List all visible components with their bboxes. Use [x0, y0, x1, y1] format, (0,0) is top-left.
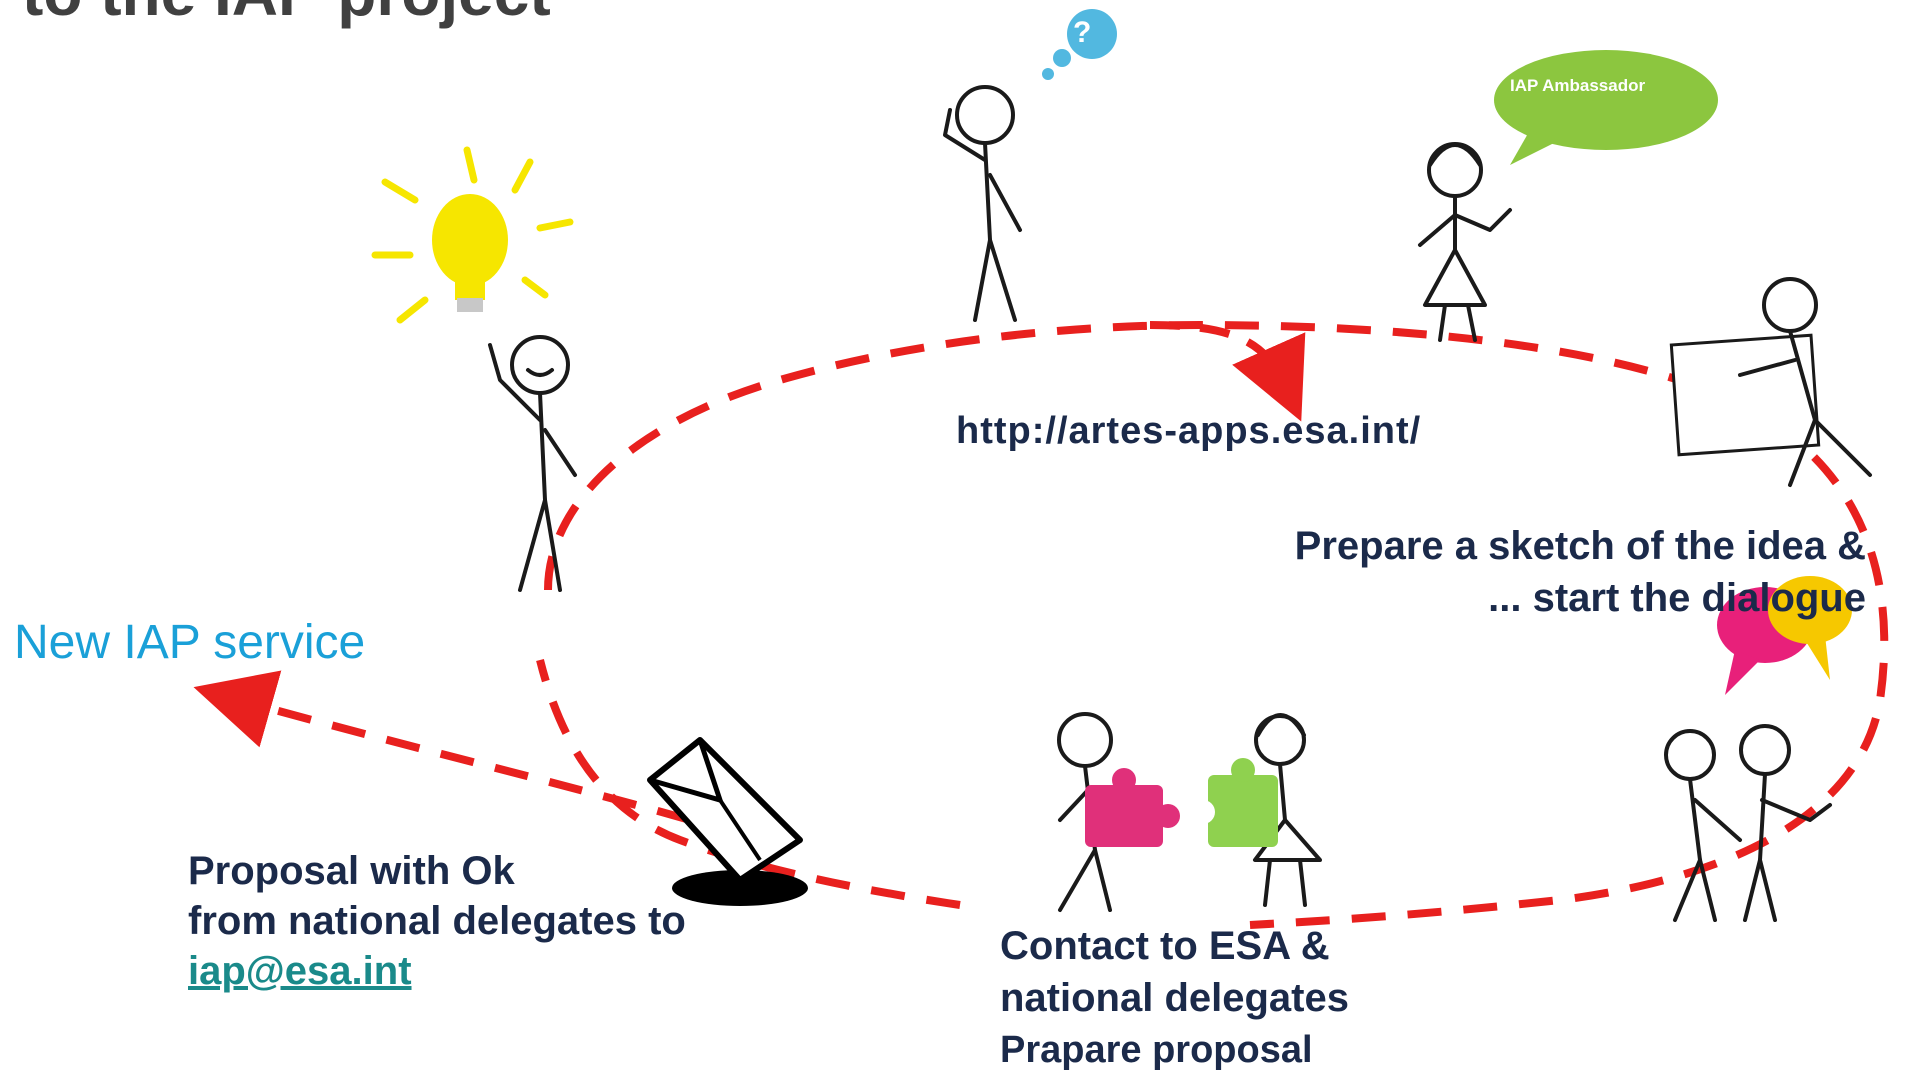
- question-mark-label: ?: [1073, 16, 1092, 49]
- sketch-step-label: Prepare a sketch of the idea & ... start…: [1295, 520, 1866, 624]
- question-bubble-icon: [1042, 9, 1117, 80]
- page-title: to the IAP project: [22, 0, 551, 30]
- speech-bubble-label: IAP Ambassador: [1510, 76, 1646, 95]
- stick-figure-ambassador: [1418, 142, 1512, 342]
- arrow-to-url: [1149, 321, 1306, 422]
- contact-line1: Contact to ESA &: [1000, 924, 1330, 968]
- envelope-icon: [647, 737, 808, 906]
- proposal-line2: from national delegates to: [188, 899, 686, 943]
- stick-figure-sketch: [1669, 277, 1872, 487]
- iap-email-link[interactable]: iap@esa.int: [188, 949, 412, 993]
- cycle-dashed-path: [544, 320, 1889, 929]
- artes-url[interactable]: http://artes-apps.esa.int/: [956, 410, 1422, 452]
- lightbulb-icon: [371, 146, 574, 324]
- stick-figures-dialogue: [1664, 724, 1832, 922]
- contact-step-label: Contact to ESA & national delegates Prap…: [1000, 920, 1349, 1076]
- contact-line2: national delegates: [1000, 976, 1349, 1020]
- speech-bubble-icon: [1494, 50, 1718, 165]
- arrow-to-new-service: [193, 670, 692, 824]
- stick-figure-idea: [488, 335, 577, 592]
- stick-figure-thinking: [943, 85, 1022, 322]
- puzzle-icon: [1085, 758, 1278, 847]
- proposal-step-label: Proposal with Ok from national delegates…: [188, 846, 686, 996]
- contact-line3: Prapare proposal: [1000, 1029, 1313, 1071]
- proposal-line1: Proposal with Ok: [188, 849, 515, 893]
- cycle-dashed-path-bottom: [536, 659, 961, 909]
- sketch-step-line1: Prepare a sketch of the idea &: [1294, 524, 1866, 568]
- sketch-step-line2: ... start the dialogue: [1488, 576, 1866, 620]
- chat-bubbles-icon: [1717, 576, 1852, 695]
- new-service-label: New IAP service: [14, 616, 366, 669]
